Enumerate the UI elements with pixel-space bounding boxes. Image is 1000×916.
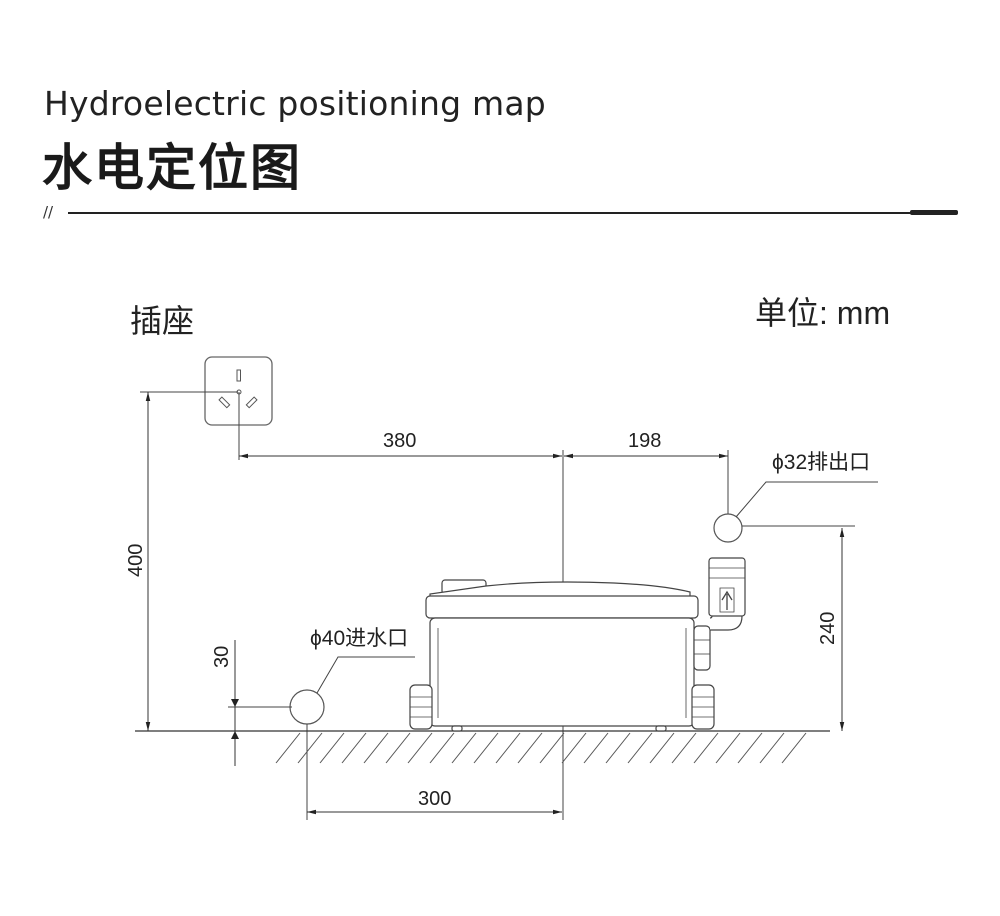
unit-label: 单位: mm bbox=[755, 295, 890, 331]
dim-240-label: 240 bbox=[817, 612, 839, 645]
inlet-leader-line bbox=[316, 656, 415, 694]
divider-line bbox=[68, 212, 913, 214]
dim-380-label: 380 bbox=[383, 430, 416, 452]
dim-300-label: 300 bbox=[418, 788, 451, 810]
inlet-label: ϕ40进水口 bbox=[310, 627, 408, 650]
pump-unit-icon bbox=[409, 557, 746, 732]
floor-hatch bbox=[135, 730, 830, 764]
page-title: 水电定位图 bbox=[42, 139, 302, 197]
dim-400-label: 400 bbox=[125, 544, 147, 577]
divider-mark: // bbox=[43, 203, 54, 221]
divider-end-bar bbox=[910, 210, 958, 215]
socket-label: 插座 bbox=[130, 303, 194, 339]
page-subtitle: Hydroelectric positioning map bbox=[44, 84, 546, 123]
dim-198-label: 198 bbox=[628, 430, 661, 452]
outlet-circle-icon bbox=[713, 513, 743, 543]
outlet-label: ϕ32排出口 bbox=[772, 451, 870, 474]
dim-30-label: 30 bbox=[211, 646, 233, 668]
outlet-leader-line bbox=[735, 481, 878, 518]
inlet-circle-icon bbox=[289, 689, 325, 725]
